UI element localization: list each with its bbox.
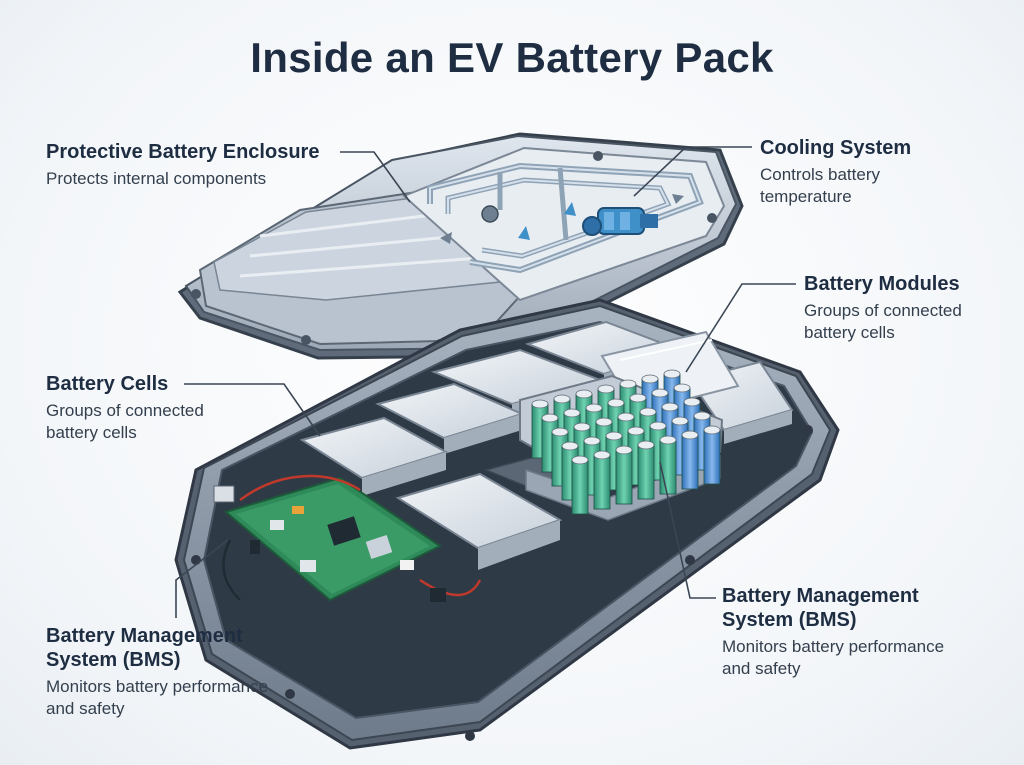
callout-cells: Battery Cells Groups of connected batter… <box>46 372 246 444</box>
leader-cells <box>184 383 321 437</box>
battery-cell-top <box>627 426 645 436</box>
battery-cell-top <box>553 394 571 404</box>
battery-cell-top <box>671 416 689 426</box>
leader-bms-left <box>175 539 229 618</box>
callout-cooling: Cooling System Controls battery temperat… <box>760 136 990 208</box>
callout-bms-right-heading: Battery Management System (BMS) <box>722 584 1012 632</box>
leader-lines <box>175 146 796 618</box>
page-title: Inside an EV Battery Pack <box>250 34 774 81</box>
battery-cell-top <box>595 417 613 427</box>
callout-cells-heading: Battery Cells <box>46 373 169 395</box>
battery-cell-top <box>629 393 647 403</box>
battery-cell-body <box>571 459 589 515</box>
callout-enclosure-desc: Protects internal components <box>46 169 267 188</box>
battery-cell-body <box>659 439 677 495</box>
battery-cell-top <box>663 369 681 379</box>
battery-cell-top <box>683 397 701 407</box>
callout-bms-right-desc-line1: Monitors battery performance <box>722 637 945 656</box>
module-row-middle <box>299 382 525 496</box>
battery-cell-top <box>639 407 657 417</box>
callout-bms-right-heading-line1: Battery Management <box>722 585 919 607</box>
battery-cell-top <box>703 425 721 435</box>
callout-cells-desc-line1: Groups of connected <box>46 401 204 420</box>
battery-cell-top <box>563 408 581 418</box>
callout-bms-right-desc: Monitors battery performance and safety <box>722 636 1012 680</box>
battery-cell-top <box>597 384 615 394</box>
callout-bms-left-desc: Monitors battery performance and safety <box>46 676 326 720</box>
battery-cell-top <box>641 374 659 384</box>
battery-cell-top <box>571 455 589 465</box>
battery-cell-top <box>575 389 593 399</box>
battery-cell-top <box>673 383 691 393</box>
battery-cell-top <box>615 445 633 455</box>
battery-cell-top <box>659 435 677 445</box>
battery-cell-top <box>573 422 591 432</box>
battery-cell-top <box>561 441 579 451</box>
callout-modules-heading: Battery Modules <box>804 273 960 295</box>
bms-circuit-board <box>213 474 482 602</box>
callout-cooling-heading: Cooling System <box>760 137 912 159</box>
battery-cell-top <box>541 413 559 423</box>
cell-grid <box>531 369 721 515</box>
battery-cell-top <box>661 402 679 412</box>
battery-cell-body <box>615 449 633 505</box>
callout-bms-left-heading: Battery Management System (BMS) <box>46 624 326 672</box>
battery-cells <box>519 369 724 521</box>
battery-cell-top <box>585 403 603 413</box>
leader-cooling <box>633 146 752 197</box>
callout-enclosure-heading: Protective Battery Enclosure <box>46 141 320 163</box>
callout-bms-left-heading-line2: System (BMS) <box>46 649 181 671</box>
callout-bms-left-heading-line1: Battery Management <box>46 625 243 647</box>
battery-cell-top <box>693 411 711 421</box>
leader-bms-right <box>659 461 716 599</box>
battery-cell-top <box>681 430 699 440</box>
callout-bms-right: Battery Management System (BMS) Monitors… <box>722 584 1012 680</box>
battery-cell-top <box>583 436 601 446</box>
callout-bms-left: Battery Management System (BMS) Monitors… <box>46 624 326 720</box>
battery-cell-body <box>703 429 721 485</box>
battery-cell-top <box>593 450 611 460</box>
battery-cell-top <box>637 440 655 450</box>
battery-cell-body <box>593 454 611 510</box>
callout-bms-left-desc-line1: Monitors battery performance <box>46 677 269 696</box>
battery-cell-top <box>649 421 667 431</box>
callout-cooling-desc-line1: Controls battery <box>760 165 880 184</box>
battery-cell-top <box>551 427 569 437</box>
callout-cooling-desc: Controls battery temperature <box>760 164 990 208</box>
battery-cell-top <box>607 398 625 408</box>
callout-modules-desc: Groups of connected battery cells <box>804 300 1014 344</box>
battery-cell-top <box>619 379 637 389</box>
battery-cell-body <box>637 444 655 500</box>
callout-bms-right-heading-line2: System (BMS) <box>722 609 857 631</box>
cooling-system <box>427 162 704 274</box>
callout-enclosure: Protective Battery Enclosure Protects in… <box>46 140 346 190</box>
callout-modules-desc-line1: Groups of connected <box>804 301 962 320</box>
battery-cell-top <box>617 412 635 422</box>
callout-modules-desc-line2: battery cells <box>804 323 895 342</box>
battery-cell-top <box>605 431 623 441</box>
battery-cell-top <box>531 399 549 409</box>
battery-cell-body <box>681 434 699 490</box>
callout-bms-right-desc-line2: and safety <box>722 659 801 678</box>
leader-enclosure <box>340 151 411 203</box>
battery-cell-top <box>651 388 669 398</box>
leader-modules <box>685 283 796 373</box>
callout-cooling-desc-line2: temperature <box>760 187 852 206</box>
callout-bms-left-desc-line2: and safety <box>46 699 125 718</box>
callout-cells-desc-line2: battery cells <box>46 423 137 442</box>
callout-cells-desc: Groups of connected battery cells <box>46 400 246 444</box>
callout-modules: Battery Modules Groups of connected batt… <box>804 272 1014 344</box>
